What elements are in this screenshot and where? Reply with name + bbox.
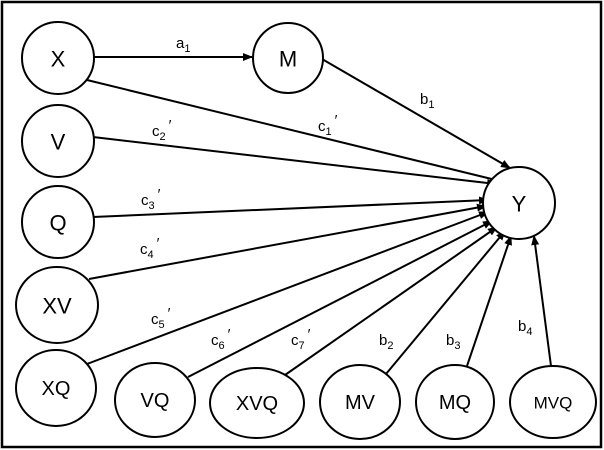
coefficient-subscript: 3 [454, 340, 460, 352]
edge-group [86, 53, 552, 378]
node-mv-ellipse [319, 364, 401, 440]
edge-label-mvq-to-y: b4 [518, 318, 532, 338]
coefficient-prime: ′ [228, 326, 231, 343]
arrow-mv-to-y [385, 230, 506, 375]
node-mq-ellipse [415, 364, 495, 440]
coefficient-prime: ′ [169, 117, 172, 134]
node-xv-ellipse [15, 266, 99, 344]
node-mq-label: MQ [439, 392, 471, 414]
coefficient-prime: ′ [168, 305, 171, 322]
node-q-label: Q [49, 211, 66, 236]
edge-label-mq-to-y: b3 [446, 332, 460, 352]
coefficient-subscript: 2 [387, 340, 393, 352]
edge-label-xvq-to-y: c7′ [291, 326, 311, 352]
edge-label-v-to-y: c2′ [152, 117, 172, 143]
node-mvq-label: MVQ [534, 394, 573, 413]
coefficient-subscript: 4 [526, 326, 532, 338]
node-mvq-ellipse [509, 365, 597, 439]
coefficient-subscript: 3 [149, 200, 155, 212]
arrow-mvq-to-y [531, 235, 552, 367]
node-mv-label: MV [345, 392, 376, 414]
node-vq-ellipse [114, 362, 196, 438]
coefficient-letter: c [151, 311, 159, 328]
node-xq-label: XQ [42, 378, 71, 400]
coefficient-subscript: 7 [299, 340, 305, 352]
node-xv: XV [15, 266, 99, 344]
arrow-xvq-to-y [284, 226, 498, 376]
coefficient-subscript: 5 [159, 319, 165, 331]
edge-label-xq-to-y: c5′ [151, 305, 171, 331]
arrow-vq-to-y [187, 220, 493, 378]
coefficient-letter: c [211, 332, 219, 349]
coefficient-subscript: 1 [184, 43, 190, 55]
node-q: Q [21, 185, 95, 259]
coefficient-letter: c [140, 241, 148, 258]
node-y-ellipse [482, 166, 556, 240]
edge-label-m-to-y: b1 [420, 91, 434, 111]
node-v-label: V [51, 130, 66, 155]
arrow-x-to-y [86, 79, 505, 184]
node-m: M [252, 22, 324, 94]
edge-label-q-to-y: c3′ [141, 186, 161, 212]
arrow-v-to-y [92, 136, 497, 187]
node-x-label: X [51, 47, 66, 72]
edge-label-mv-to-y: b2 [379, 332, 393, 352]
coefficient-letter: c [291, 332, 299, 349]
coefficient-letter: c [152, 123, 160, 140]
node-y-label: Y [512, 192, 527, 217]
node-xv-label: XV [42, 294, 72, 319]
edge-label-xv-to-y: c4′ [140, 235, 160, 261]
coefficient-prime: ′ [157, 235, 160, 252]
arrow-mq-to-y [466, 235, 512, 367]
node-m-ellipse [252, 22, 324, 94]
coefficient-letter: c [318, 118, 326, 135]
node-m-label: M [279, 47, 297, 72]
node-x: X [21, 21, 95, 95]
node-vq-label: VQ [141, 390, 170, 412]
coefficient-letter: b [379, 332, 387, 349]
arrow-xq-to-y [86, 211, 489, 365]
node-v: V [21, 104, 95, 178]
coefficient-letter: c [141, 192, 149, 209]
node-mv: MV [319, 364, 401, 440]
coefficient-subscript: 6 [219, 340, 225, 352]
node-xvq-label: XVQ [236, 393, 278, 415]
coefficient-prime: ′ [308, 326, 311, 343]
coefficient-letter: b [446, 332, 454, 349]
node-q-ellipse [21, 185, 95, 259]
coefficient-subscript: 1 [326, 126, 332, 138]
node-vq: VQ [114, 362, 196, 438]
arrow-xv-to-y [88, 203, 487, 280]
node-y: Y [482, 166, 556, 240]
node-v-ellipse [21, 104, 95, 178]
node-mq: MQ [415, 364, 495, 440]
node-xq-ellipse [15, 349, 97, 427]
coefficient-letter: b [420, 91, 428, 108]
coefficient-subscript: 4 [148, 249, 154, 261]
coefficient-subscript: 1 [428, 99, 434, 111]
coefficient-prime: ′ [158, 186, 161, 203]
edge-label-vq-to-y: c6′ [211, 326, 231, 352]
node-mvq: MVQ [509, 365, 597, 439]
node-xq: XQ [15, 349, 97, 427]
edge-label-x-to-m: a1 [176, 35, 190, 55]
coefficient-prime: ′ [335, 112, 338, 129]
node-xvq: XVQ [209, 367, 305, 439]
coefficient-letter: a [176, 35, 185, 52]
arrow-q-to-y [92, 196, 489, 218]
arrow-m-to-y [321, 58, 511, 169]
node-xvq-ellipse [209, 367, 305, 439]
coefficient-subscript: 2 [160, 131, 166, 143]
coefficient-letter: b [518, 318, 526, 335]
edge-label-x-to-y: c1′ [318, 112, 338, 138]
node-x-ellipse [21, 21, 95, 95]
